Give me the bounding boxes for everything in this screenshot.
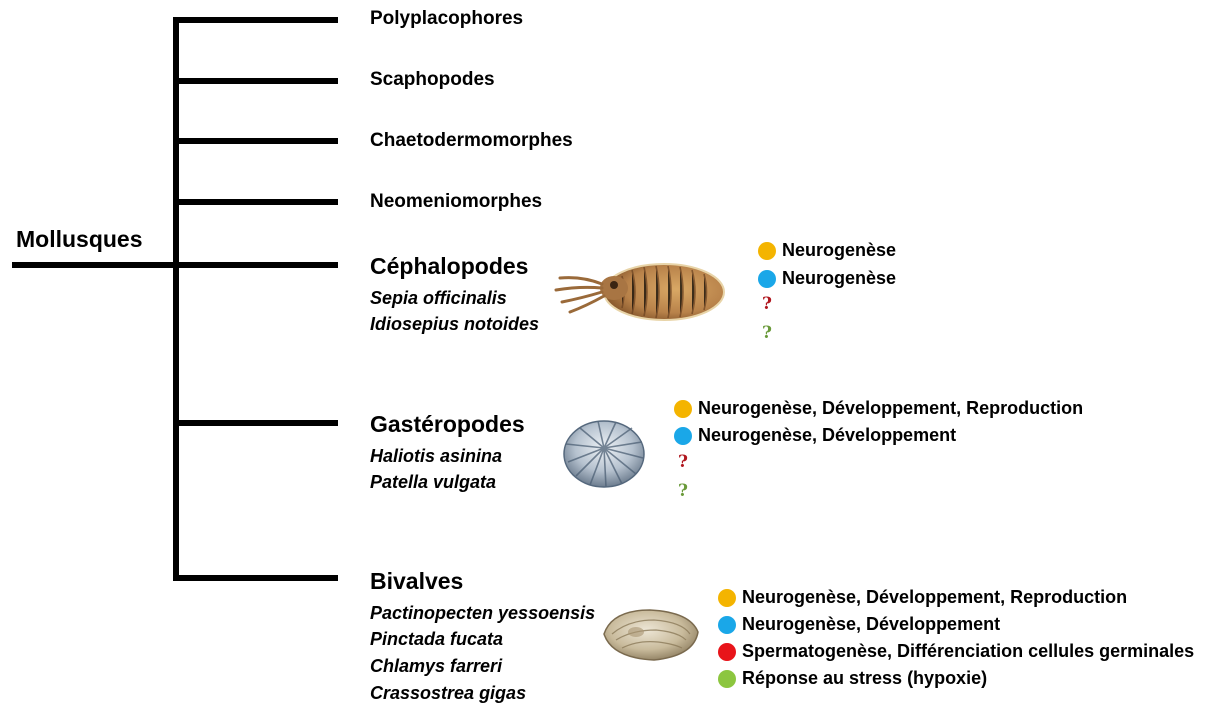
red-question-icon: ? xyxy=(678,452,688,472)
species-name: Chlamys farreri xyxy=(370,656,502,677)
annotation-text: Spermatogenèse, Différenciation cellules… xyxy=(742,641,1194,662)
blue-dot-icon xyxy=(674,427,692,445)
green-question-icon: ? xyxy=(678,481,688,501)
annotation-row: Neurogenèse, Développement, Reproduction xyxy=(718,587,1127,608)
species-name: Idiosepius notoides xyxy=(370,314,539,335)
annotation-row: ? xyxy=(678,481,688,501)
yellow-dot-icon xyxy=(758,242,776,260)
annotation-row: Neurogenèse, Développement, Reproduction xyxy=(674,398,1083,419)
cuttlefish-image xyxy=(552,258,728,324)
clade-label: Polyplacophores xyxy=(370,8,523,30)
clade-label-bivalves: Bivalves xyxy=(370,568,463,595)
annotation-text: Neurogenèse, Développement xyxy=(698,425,956,446)
annotation-text: Neurogenèse, Développement, Reproduction xyxy=(742,587,1127,608)
clade-label: Chaetodermomorphes xyxy=(370,130,573,152)
red-question-icon: ? xyxy=(762,294,772,314)
annotation-row: ? xyxy=(678,452,688,472)
annotation-row: Réponse au stress (hypoxie) xyxy=(718,668,987,689)
green-dot-icon xyxy=(718,670,736,688)
green-question-icon: ? xyxy=(762,323,772,343)
annotation-row: Neurogenèse xyxy=(758,268,896,289)
species-name: Patella vulgata xyxy=(370,472,496,493)
annotation-text: Neurogenèse xyxy=(782,268,896,289)
yellow-dot-icon xyxy=(674,400,692,418)
annotation-text: Neurogenèse, Développement, Reproduction xyxy=(698,398,1083,419)
annotation-row: Neurogenèse, Développement xyxy=(718,614,1000,635)
species-name: Haliotis asinina xyxy=(370,446,502,467)
clade-label-gasteropodes: Gastéropodes xyxy=(370,411,525,438)
oyster-image xyxy=(598,604,702,664)
species-name: Crassostrea gigas xyxy=(370,683,526,704)
yellow-dot-icon xyxy=(718,589,736,607)
limpet-shell-image xyxy=(560,414,648,490)
annotation-text: Neurogenèse xyxy=(782,240,896,261)
clade-label: Neomeniomorphes xyxy=(370,191,542,213)
annotation-text: Réponse au stress (hypoxie) xyxy=(742,668,987,689)
annotation-row: Neurogenèse xyxy=(758,240,896,261)
root-label: Mollusques xyxy=(16,226,143,253)
red-dot-icon xyxy=(718,643,736,661)
species-name: Pinctada fucata xyxy=(370,629,503,650)
clade-label-cephalopodes: Céphalopodes xyxy=(370,253,528,280)
annotation-row: ? xyxy=(762,294,772,314)
blue-dot-icon xyxy=(718,616,736,634)
species-name: Pactinopecten yessoensis xyxy=(370,603,595,624)
species-name: Sepia officinalis xyxy=(370,288,507,309)
clade-label: Scaphopodes xyxy=(370,69,495,91)
blue-dot-icon xyxy=(758,270,776,288)
annotation-row: Neurogenèse, Développement xyxy=(674,425,956,446)
annotation-row: ? xyxy=(762,323,772,343)
annotation-row: Spermatogenèse, Différenciation cellules… xyxy=(718,641,1194,662)
annotation-text: Neurogenèse, Développement xyxy=(742,614,1000,635)
